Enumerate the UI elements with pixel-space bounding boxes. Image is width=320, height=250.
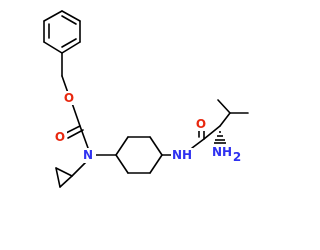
atom-label: N — [83, 148, 93, 162]
bond — [79, 125, 89, 149]
atom-label: O — [55, 130, 65, 144]
bond — [55, 167, 61, 188]
benzene-ring — [43, 10, 81, 54]
atom-ester-oxygen: O — [62, 91, 76, 105]
bond — [61, 41, 81, 54]
bond — [67, 129, 84, 139]
atom-amine-nitrogen: NH 2 — [211, 144, 241, 164]
cyclopropyl-ring — [55, 161, 87, 188]
bond — [59, 175, 73, 188]
cyclohexane-ring — [115, 136, 163, 174]
bond — [43, 41, 63, 54]
atom-label: NH — [172, 148, 192, 162]
bond — [61, 10, 81, 22]
bond — [71, 102, 81, 127]
atom-label: NH — [212, 145, 232, 159]
bond — [61, 75, 69, 94]
bond — [219, 112, 231, 127]
atom-carbamate-carbonyl-oxygen: O — [53, 130, 67, 144]
bond — [149, 136, 163, 156]
bond — [55, 167, 73, 177]
bond — [65, 125, 81, 134]
atom-amide-nitrogen: NH — [171, 148, 193, 163]
molecule-structure: O O N NH O NH 2 — [43, 10, 249, 188]
atom-carbamate-nitrogen: N — [81, 148, 96, 163]
bond — [203, 125, 221, 140]
atom-amide-carbonyl-oxygen: O — [194, 117, 208, 131]
double-bond-inner — [61, 15, 77, 25]
bond — [191, 138, 205, 149]
double-bond-inner — [61, 38, 77, 48]
bond — [217, 99, 231, 114]
bond — [71, 161, 87, 177]
atom-label: O — [196, 117, 206, 131]
atom-label-subscript: 2 — [233, 150, 241, 164]
bond — [43, 10, 63, 22]
bond — [115, 136, 129, 156]
atom-label: O — [64, 91, 74, 105]
bond — [115, 154, 129, 174]
hashed-wedge-bond — [214, 131, 226, 144]
bond — [149, 154, 163, 174]
